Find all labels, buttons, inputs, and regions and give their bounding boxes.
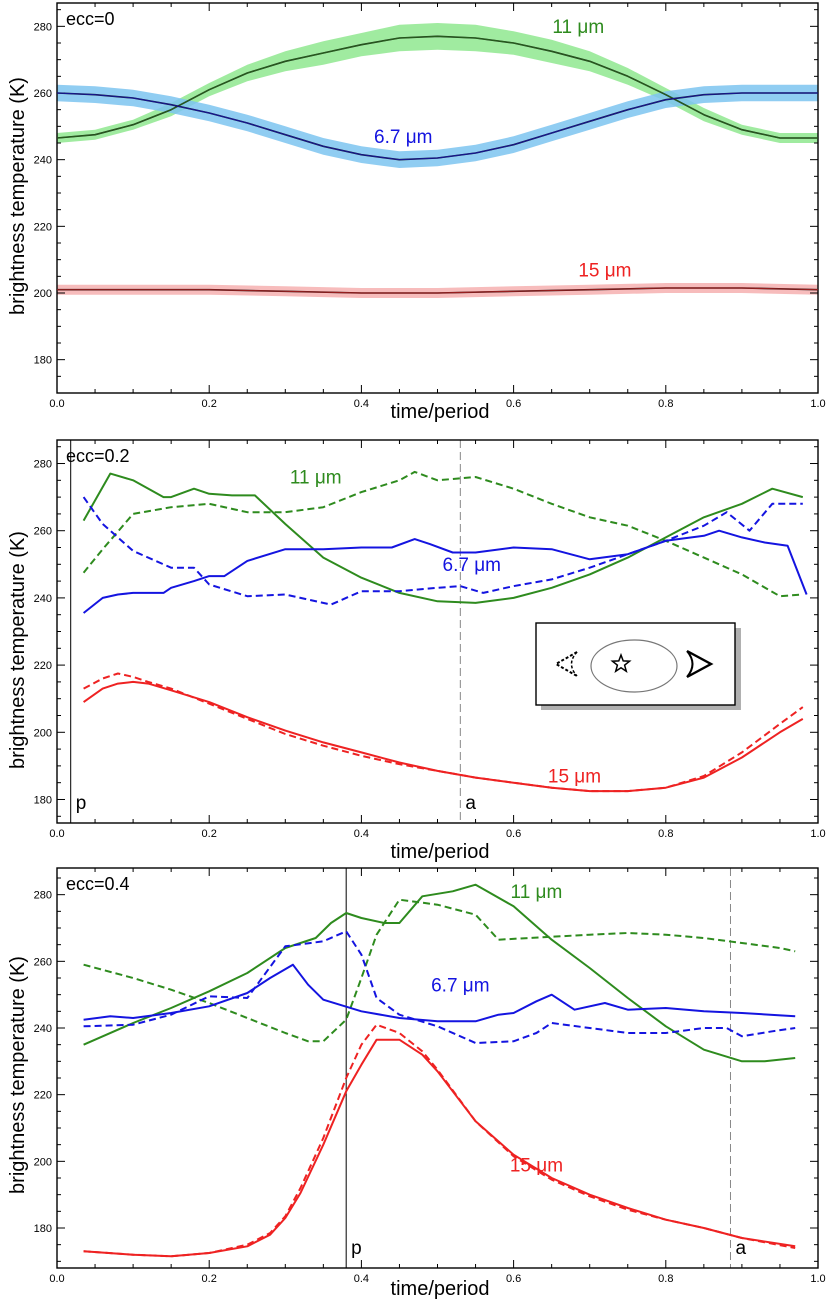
- series-line-red-dashed: [83, 1023, 796, 1258]
- x-tick-label: 0.6: [506, 828, 521, 840]
- series-line-11-m: [83, 883, 796, 1063]
- y-tick-label: 280: [34, 459, 52, 471]
- series-label-15-m: 15 μm: [548, 767, 601, 788]
- y-tick-label: 200: [34, 1156, 52, 1168]
- series-line-red-dashed: [83, 672, 804, 793]
- x-tick-label: 1.0: [810, 1273, 825, 1285]
- series-label-11-m: 11 μm: [511, 882, 563, 903]
- x-tick-label: 0.2: [202, 398, 217, 410]
- orbit-geometry-inset: [535, 622, 741, 710]
- series-label-6.7-m: 6.7 μm: [374, 127, 432, 148]
- marker-label-a: a: [735, 1238, 746, 1259]
- marker-label-a: a: [465, 793, 476, 814]
- y-tick-label: 220: [34, 660, 52, 672]
- x-tick-label: 0.8: [658, 828, 673, 840]
- panel-ecc-0.4: p a 0.0 0.2 0.4 0.6 0.8 1.0 180 200 220 240 260 280 11…: [7, 867, 826, 1300]
- x-axis-label: time/period: [391, 401, 490, 423]
- series-line-blue-dashed: [82, 496, 803, 606]
- x-tick-label: 0.2: [202, 828, 217, 840]
- series-label-15-m: 15 μm: [578, 260, 631, 281]
- y-tick-label: 220: [34, 221, 52, 233]
- x-tick-label: 0.8: [658, 398, 673, 410]
- y-tick-label: 180: [34, 355, 52, 367]
- x-tick-label: 0.8: [658, 1273, 673, 1285]
- star-icon: [610, 652, 632, 674]
- y-tick-label: 240: [34, 155, 52, 167]
- series-label-6.7-m: 6.7 μm: [443, 555, 501, 576]
- series-line-green-dashed: [82, 470, 803, 598]
- x-tick-label: 0.4: [354, 828, 369, 840]
- y-tick-label: 200: [34, 727, 52, 739]
- x-tick-label: 0.2: [202, 1273, 217, 1285]
- inset-frame: [535, 622, 736, 706]
- series-label-6.7-m: 6.7 μm: [431, 975, 489, 996]
- panel-ecc-0.2: p a 0.0 0.2 0.4 0.6 0.8 1.0 180 200 220 240 260 280 11…: [7, 439, 826, 863]
- marker-label-p: p: [76, 793, 87, 814]
- y-tick-label: 280: [34, 21, 52, 33]
- series-core-15-m: [57, 287, 819, 294]
- observer-eye-solid-icon: [686, 649, 714, 679]
- y-axis-label: brightness temperature (K): [7, 77, 29, 315]
- series-core-11-m: [56, 35, 818, 139]
- y-tick-label: 280: [34, 890, 52, 902]
- x-tick-label: 0.4: [354, 1273, 369, 1285]
- series-line-6.7-m: [82, 529, 808, 614]
- series-label-11-m: 11 μm: [290, 468, 342, 489]
- x-axis-label: time/period: [391, 1278, 490, 1300]
- y-tick-label: 180: [34, 1223, 52, 1235]
- x-tick-label: 0.4: [354, 398, 369, 410]
- x-tick-label: 1.0: [810, 828, 825, 840]
- plot-area: [56, 2, 819, 394]
- y-axis-label: brightness temperature (K): [7, 531, 29, 769]
- y-tick-label: 260: [34, 526, 52, 538]
- y-axis-label: brightness temperature (K): [7, 956, 29, 1194]
- band-6.7-m: [57, 84, 818, 168]
- y-tick-label: 260: [34, 88, 52, 100]
- series-line-15-m: [83, 1038, 796, 1258]
- x-tick-label: 0.0: [49, 398, 64, 410]
- panel-title: ecc=0.2: [66, 446, 130, 466]
- x-tick-label: 0.0: [49, 828, 64, 840]
- observer-eye-dashed-lid: [570, 651, 578, 677]
- series-label-15-m: 15 μm: [510, 1155, 563, 1176]
- series-core-6.7-m: [56, 92, 818, 161]
- marker-label-p: p: [351, 1238, 362, 1259]
- orbit-ellipse: [590, 639, 678, 693]
- x-axis-label: time/period: [391, 841, 490, 863]
- y-tick-label: 240: [34, 593, 52, 605]
- band-11-m: [57, 23, 818, 143]
- panel-title: ecc=0: [66, 9, 115, 29]
- y-tick-label: 240: [34, 1023, 52, 1035]
- series-line-green-dashed: [83, 898, 796, 1043]
- x-tick-label: 1.0: [810, 398, 825, 410]
- panel-ecc-0: 0.0 0.2 0.4 0.6 0.8 1.0 180 200 220 240 260 280 11 μ…: [7, 2, 826, 423]
- x-tick-label: 0.6: [506, 398, 521, 410]
- plot-area: [56, 867, 819, 1269]
- y-tick-label: 220: [34, 1090, 52, 1102]
- series-line-11-m: [82, 472, 804, 604]
- y-tick-label: 180: [34, 794, 52, 806]
- observer-eye-solid-lid: [686, 650, 694, 678]
- y-tick-label: 260: [34, 956, 52, 968]
- band-15-m: [57, 283, 818, 298]
- series-line-15-m: [83, 680, 804, 793]
- x-tick-label: 0.0: [49, 1273, 64, 1285]
- series-line-blue-dashed: [83, 930, 796, 1044]
- panel-title: ecc=0.4: [66, 874, 130, 894]
- observer-eye-dashed-icon: [553, 651, 578, 677]
- x-tick-label: 0.6: [506, 1273, 521, 1285]
- series-label-11-m: 11 μm: [552, 17, 604, 38]
- y-tick-label: 200: [34, 288, 52, 300]
- series-line-6.7-m: [83, 963, 796, 1023]
